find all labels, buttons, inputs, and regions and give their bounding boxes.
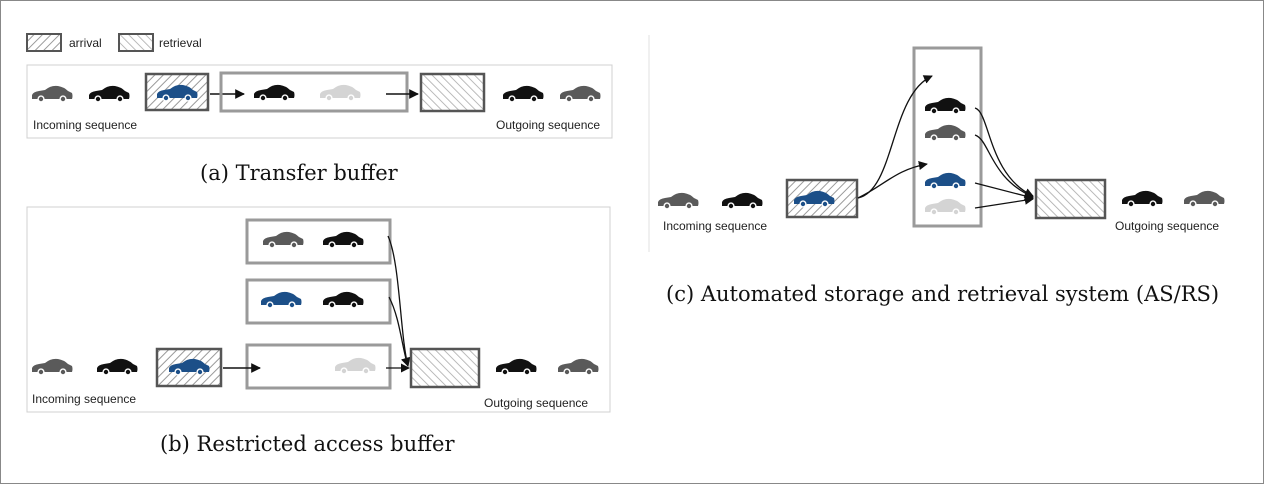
- retrieval-station: [409, 347, 481, 389]
- car-icon: [925, 172, 966, 190]
- car-icon: [722, 192, 763, 210]
- legend-arrival-label: arrival: [69, 36, 102, 50]
- car-icon: [925, 198, 966, 216]
- asrs-rack: [912, 46, 983, 228]
- buffer-lane-2: [245, 278, 392, 325]
- incoming-sequence-label: Incoming sequence: [663, 219, 767, 233]
- arrow: [974, 134, 1034, 198]
- outgoing-sequence-label: Outgoing sequence: [484, 396, 588, 410]
- retrieval-station: [1034, 178, 1107, 220]
- retrieval-station: [419, 72, 486, 113]
- arrival-station: [144, 72, 210, 112]
- panel-c: Incoming sequence Outgoing sequence: [648, 35, 1225, 252]
- incoming-sequence-label: Incoming sequence: [33, 118, 137, 132]
- caption-a: (a) Transfer buffer: [200, 161, 399, 185]
- legend-arrival-swatch: [26, 33, 62, 52]
- legend: arrival retrieval: [26, 33, 202, 52]
- caption-c: (c) Automated storage and retrieval syst…: [666, 282, 1219, 306]
- legend-retrieval-label: retrieval: [159, 36, 202, 50]
- car-icon: [925, 124, 966, 142]
- arrow: [857, 75, 933, 199]
- caption-b: (b) Restricted access buffer: [160, 432, 455, 456]
- car-icon: [658, 192, 699, 210]
- outgoing-sequence-label: Outgoing sequence: [496, 118, 600, 132]
- arrow: [974, 182, 1034, 201]
- car-icon: [1184, 190, 1225, 208]
- buffer-lane-3: [245, 343, 392, 390]
- arrow: [387, 235, 411, 367]
- arrow: [388, 296, 410, 367]
- panel-b: Incoming sequence Outgoing sequence: [26, 206, 611, 413]
- car-icon: [925, 97, 966, 115]
- legend-retrieval-swatch: [118, 33, 154, 52]
- outgoing-sequence-label: Outgoing sequence: [1115, 219, 1219, 233]
- incoming-sequence-label: Incoming sequence: [32, 392, 136, 406]
- panel-b-frame: [26, 206, 611, 413]
- arrow: [857, 161, 928, 199]
- panel-a: Incoming sequence Outgoing sequence: [26, 64, 613, 139]
- arrow: [974, 107, 1034, 197]
- transfer-buffer: [219, 71, 409, 113]
- car-icon: [1122, 190, 1163, 208]
- arrow: [974, 195, 1034, 209]
